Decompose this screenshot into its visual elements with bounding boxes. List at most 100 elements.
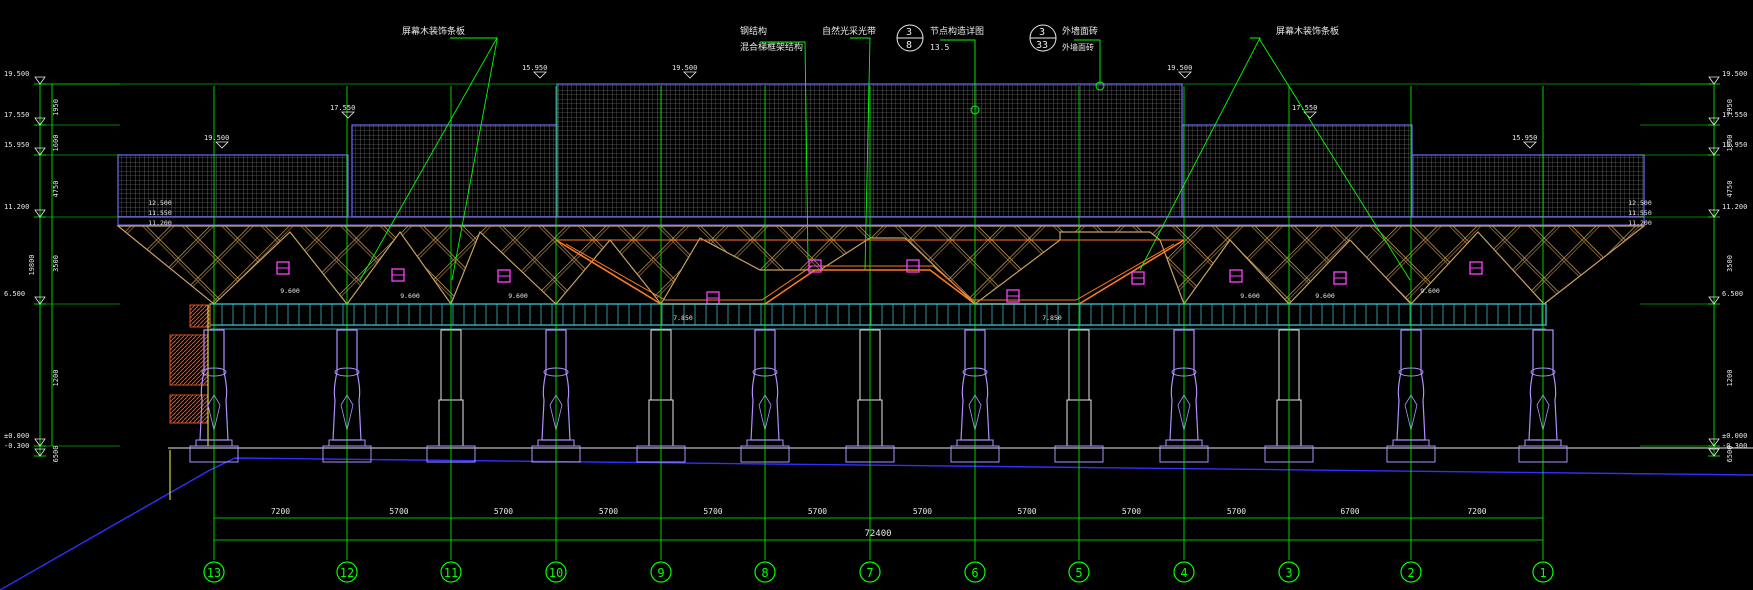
left-dim-label: 300 — [52, 0, 65, 2]
skylight-trough-inner — [565, 243, 1175, 301]
eave-level-label: 11.550 — [1628, 209, 1652, 217]
axis-bubble-3 — [1278, 561, 1300, 583]
eave-level-label: 12.500 — [148, 199, 172, 207]
beam-band — [169, 303, 1547, 446]
ground-slope-line — [0, 457, 1753, 590]
bay-dim-label: 5700 — [913, 507, 932, 516]
right-elevation-label: 15.950 — [1722, 141, 1747, 149]
beam-level-label: 9.600 — [400, 292, 420, 300]
beam-level-label: 9.600 — [508, 292, 528, 300]
axis-label-6: 6 — [971, 566, 978, 580]
bay-dim-label: 5700 — [1227, 507, 1246, 516]
left-dim-label: 3500 — [52, 255, 60, 272]
detail-bubble-2-top: 3 — [1039, 27, 1045, 38]
beam-level-label: 7.850 — [673, 314, 693, 322]
annotations: 屏幕木装饰条板 钢结构 混合梯框架结构 自然光采光带 节点构造详图 外墙面砖 屏… — [402, 24, 1339, 53]
right-dim-label: 4750 — [1726, 181, 1734, 198]
left-total-label: 19800 — [28, 254, 36, 275]
axis-label-1: 1 — [1539, 566, 1546, 580]
stair-block-mid — [169, 334, 209, 386]
callout-right-screen: 屏幕木装饰条板 — [1276, 25, 1339, 37]
roof-level-label: 19.500 — [672, 64, 697, 72]
right-dim-label: 3500 — [1726, 255, 1734, 272]
left-dim-label: 4750 — [52, 181, 60, 198]
left-dim-label: 1950 — [52, 99, 60, 116]
bay-dim-label: 5700 — [1122, 507, 1141, 516]
beam-band-outline — [209, 303, 1547, 326]
roof-level-marker — [533, 71, 547, 79]
leader-dot-1 — [970, 105, 980, 115]
bay-dim-label: 6700 — [1340, 507, 1359, 516]
right-dim-label: 300 — [1726, 0, 1739, 2]
roof-panel-right-outer — [1411, 154, 1645, 218]
columns — [189, 329, 1568, 463]
axis-bubble-9 — [650, 561, 672, 583]
roof-panel-left-mid — [351, 124, 558, 218]
right-level-marker — [1708, 296, 1720, 305]
roof-panel-center — [556, 83, 1183, 218]
callout-leader-5 — [940, 39, 976, 110]
detail-bubble-1-note: 13.5 — [930, 43, 949, 52]
ground-line — [0, 447, 1753, 590]
roof-level-label: 15.950 — [522, 64, 547, 72]
bay-dim-label: 5700 — [808, 507, 827, 516]
column-ornament-1 — [207, 394, 221, 431]
axis-bubble-2 — [1400, 561, 1422, 583]
right-dim-label: 6500 — [1726, 446, 1734, 463]
left-level-marker — [34, 117, 46, 126]
callout-skylight: 自然光采光带 — [822, 25, 876, 37]
left-dim-label: 1600 — [52, 135, 60, 152]
left-dim-label: 6500 — [52, 446, 60, 463]
roof-level-marker — [683, 71, 697, 79]
left-level-marker — [34, 296, 46, 305]
beam-level-label: 9.600 — [1240, 292, 1260, 300]
callout-left-screen: 屏幕木装饰条板 — [402, 25, 465, 37]
axis-bubble-6 — [964, 561, 986, 583]
roof-level-marker — [1178, 71, 1192, 79]
callout-leader-3 — [760, 41, 809, 261]
left-elevation-label: 15.950 — [4, 141, 29, 149]
right-dim-label: 1950 — [1726, 99, 1734, 116]
beam-level-label: 7.850 — [1042, 314, 1062, 322]
roof-panel-right-mid — [1181, 124, 1413, 218]
axis-label-5: 5 — [1075, 566, 1082, 580]
roof-level-label: 17.550 — [1292, 104, 1317, 112]
left-level-marker — [34, 438, 46, 447]
axis-label-4: 4 — [1180, 566, 1187, 580]
right-level-marker — [1708, 117, 1720, 126]
callout-leader-2 — [451, 38, 498, 281]
beam-level-label: 9.600 — [280, 287, 300, 295]
axis-label-11: 11 — [444, 566, 458, 580]
eave-level-label: 11.200 — [1628, 219, 1652, 227]
axis-bubble-12 — [336, 561, 358, 583]
column-ornament-6 — [758, 394, 772, 431]
bay-dim-label: 7200 — [1467, 507, 1486, 516]
axis-bubble-1 — [1532, 561, 1554, 583]
left-elevation-label: 19.500 — [4, 70, 29, 78]
detail-bubble-2-bottom: 33 — [1036, 40, 1048, 51]
right-elevation-label: 17.550 — [1722, 111, 1747, 119]
beam-level-label: 9.600 — [1420, 287, 1440, 295]
total-dim-label: 72400 — [864, 529, 891, 539]
axis-label-2: 2 — [1407, 566, 1414, 580]
column-ornament-4 — [549, 394, 563, 431]
right-elevation-label: 19.500 — [1722, 70, 1747, 78]
axis-label-9: 9 — [657, 566, 664, 580]
axis-label-7: 7 — [866, 566, 873, 580]
bay-dim-label: 5700 — [1017, 507, 1036, 516]
eave-level-label: 11.200 — [148, 219, 172, 227]
callout-wall-tile: 外墙面砖 — [1062, 25, 1098, 37]
roof-level-marker — [215, 141, 229, 149]
left-level-marker — [34, 448, 46, 457]
truss-lattice — [116, 225, 1646, 306]
right-level-marker — [1708, 147, 1720, 156]
axis-label-13: 13 — [207, 566, 221, 580]
roof-level-label: 17.550 — [330, 104, 355, 112]
eave-level-label: 12.500 — [1628, 199, 1652, 207]
callout-leader-6 — [1074, 39, 1101, 84]
bay-dim-label: 5700 — [494, 507, 513, 516]
